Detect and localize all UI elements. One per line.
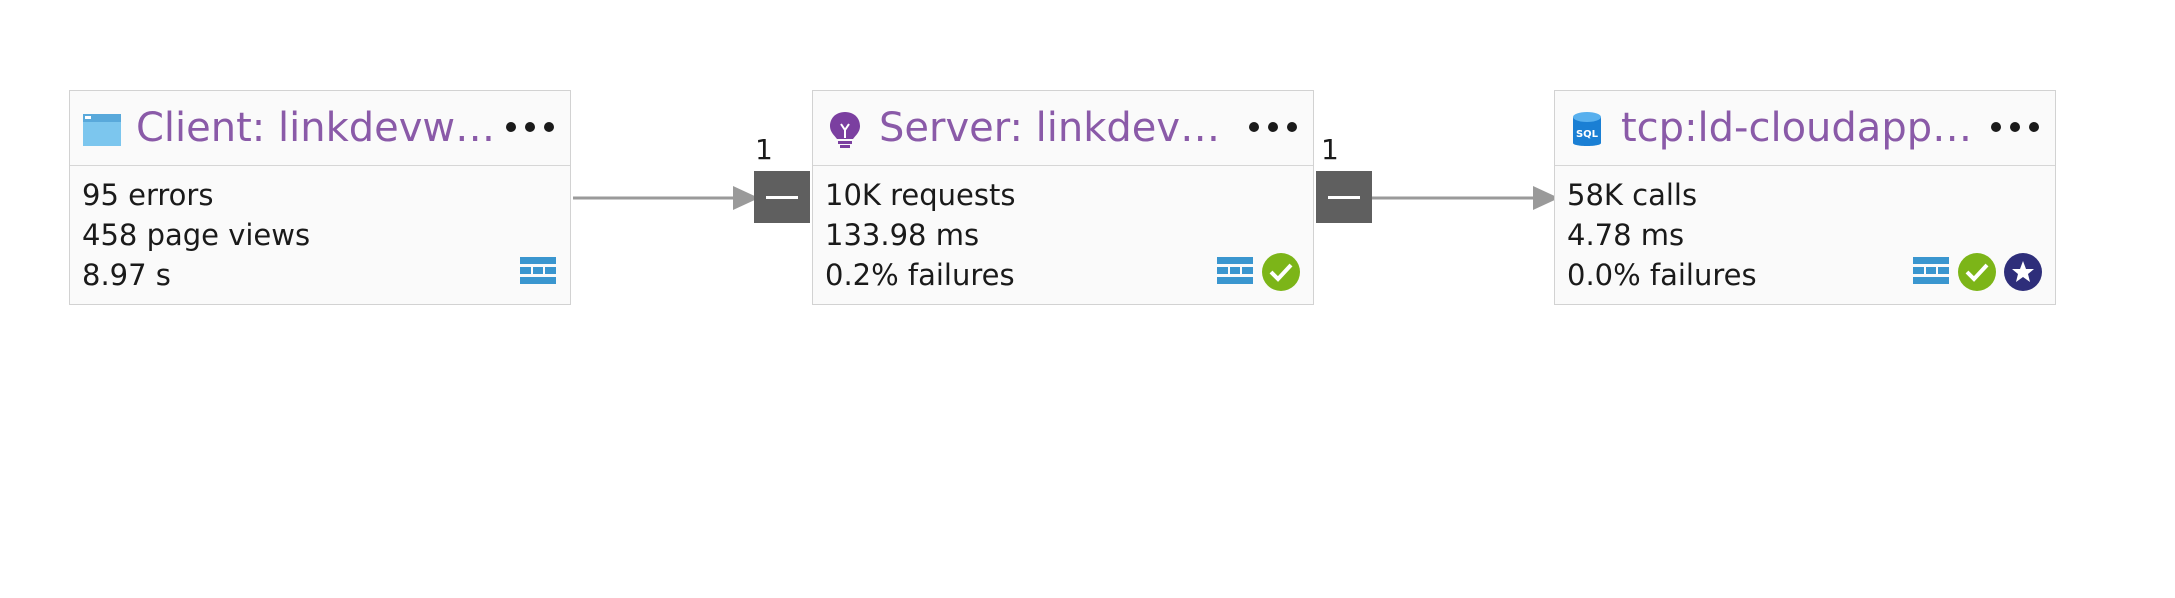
node-metrics: 95 errors 458 page views 8.97 s <box>82 175 310 295</box>
browser-window-icon <box>83 114 121 146</box>
connection-count-label: 1 <box>755 133 773 166</box>
collapse-button[interactable] <box>754 171 810 223</box>
metric-duration[interactable]: 4.78 ms <box>1567 218 1685 252</box>
node-header: SQL tcp:ld-cloudapps.d... <box>1555 91 2055 166</box>
metric-errors[interactable]: 95 errors <box>82 178 214 212</box>
star-icon[interactable] <box>2003 252 2043 292</box>
grid-icon[interactable] <box>1911 252 1951 292</box>
node-badges <box>518 252 558 292</box>
metric-duration[interactable]: 133.98 ms <box>825 218 980 252</box>
sql-database-icon: SQL <box>1573 112 1601 146</box>
lightbulb-icon <box>830 112 860 148</box>
grid-icon[interactable] <box>518 252 558 292</box>
node-header: Server: linkdevweb... <box>813 91 1313 166</box>
metric-requests[interactable]: 10K requests <box>825 178 1016 212</box>
connection-count-label: 1 <box>1321 133 1339 166</box>
node-server[interactable]: Server: linkdevweb... 10K requests 133.9… <box>812 90 1314 305</box>
more-options-button[interactable] <box>502 105 560 145</box>
node-header: Client: linkdevwebs... <box>70 91 570 166</box>
more-options-button[interactable] <box>1245 105 1303 145</box>
check-icon[interactable] <box>1957 252 1997 292</box>
more-options-button[interactable] <box>1987 105 2045 145</box>
svg-text:SQL: SQL <box>1576 129 1599 140</box>
metric-page-views[interactable]: 458 page views <box>82 218 311 252</box>
arrowhead-server-db <box>1533 186 1559 210</box>
node-metrics: 58K calls 4.78 ms 0.0% failures <box>1567 175 1757 295</box>
metric-calls[interactable]: 58K calls <box>1567 178 1698 212</box>
node-title[interactable]: Client: linkdevwebs... <box>136 105 501 151</box>
grid-icon[interactable] <box>1215 252 1255 292</box>
collapse-button[interactable] <box>1316 171 1372 223</box>
node-database[interactable]: SQL tcp:ld-cloudapps.d... 58K calls 4.78… <box>1554 90 2056 305</box>
node-metrics: 10K requests 133.98 ms 0.2% failures <box>825 175 1015 295</box>
node-title[interactable]: Server: linkdevweb... <box>879 105 1244 151</box>
node-client[interactable]: Client: linkdevwebs... 95 errors 458 pag… <box>69 90 571 305</box>
node-title[interactable]: tcp:ld-cloudapps.d... <box>1621 105 1986 151</box>
metric-failures[interactable]: 0.2% failures <box>825 258 1015 292</box>
check-icon[interactable] <box>1261 252 1301 292</box>
node-badges <box>1215 252 1301 292</box>
arrowhead-client-server <box>733 186 759 210</box>
metric-failures[interactable]: 0.0% failures <box>1567 258 1757 292</box>
node-badges <box>1911 252 2043 292</box>
metric-duration[interactable]: 8.97 s <box>82 258 171 292</box>
